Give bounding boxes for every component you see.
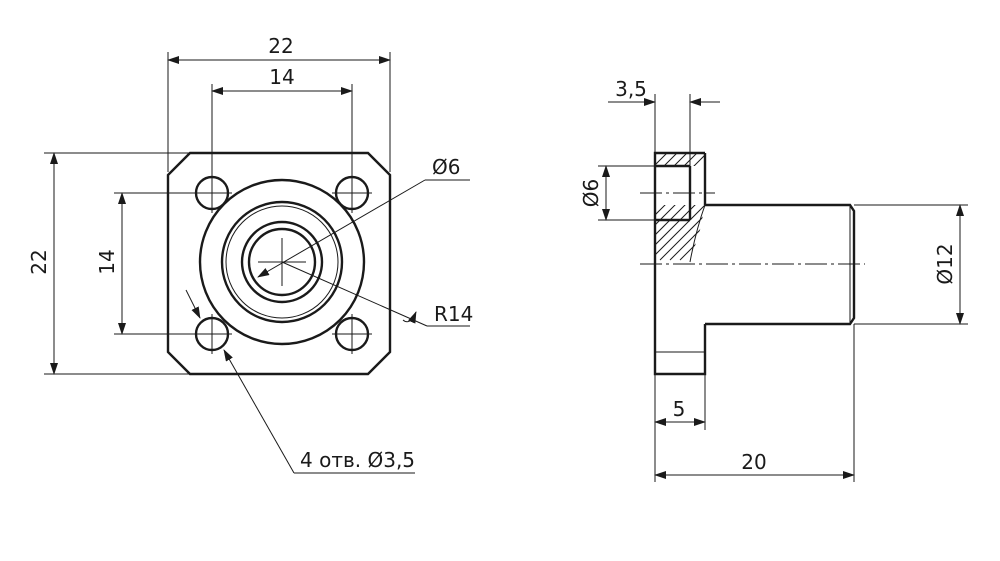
mounting-hole-top-right bbox=[332, 173, 372, 213]
mounting-hole-top-left bbox=[192, 173, 232, 213]
dim-height-outer-label: 22 bbox=[27, 249, 51, 274]
dim-length: 20 bbox=[654, 324, 855, 482]
dim-bore-side-label: Ø6 bbox=[579, 179, 603, 207]
dim-top: 3,5 bbox=[608, 77, 720, 166]
collar-inner-circle bbox=[225, 205, 339, 319]
dim-holes-note: 4 отв. Ø3,5 bbox=[185, 289, 415, 474]
dim-radius-label: R14 bbox=[434, 302, 473, 326]
dim-bore-side: Ø6 bbox=[579, 165, 655, 221]
flange-outline bbox=[166, 151, 392, 376]
outer-circle bbox=[198, 178, 366, 346]
dim-holes-note-label: 4 отв. Ø3,5 bbox=[300, 448, 415, 472]
dim-height-outer: 22 bbox=[27, 152, 190, 375]
front-view: 22 14 22 14 Ø6 bbox=[27, 34, 473, 474]
mounting-hole-bottom-right bbox=[332, 314, 372, 354]
dim-bore-front: Ø6 bbox=[257, 155, 470, 278]
dim-radius: R14 bbox=[281, 261, 473, 327]
dim-height-holes-label: 14 bbox=[95, 249, 119, 274]
dim-width-holes: 14 bbox=[211, 65, 353, 175]
dim-width-outer: 22 bbox=[167, 34, 391, 172]
dim-top-label: 3,5 bbox=[615, 77, 647, 101]
bore-outer-circle bbox=[240, 220, 324, 304]
dim-flange: 5 bbox=[654, 374, 706, 430]
dim-height-holes: 14 bbox=[95, 192, 196, 335]
dim-shaft-label: Ø12 bbox=[933, 243, 957, 284]
mounting-hole-bottom-left bbox=[192, 314, 232, 354]
collar-circle bbox=[220, 200, 344, 324]
dim-flange-label: 5 bbox=[673, 397, 686, 421]
section-break bbox=[689, 204, 706, 263]
dim-shaft: Ø12 bbox=[854, 204, 968, 325]
bore-circle bbox=[247, 227, 317, 297]
side-view: 3,5 Ø6 Ø12 5 20 bbox=[579, 77, 968, 482]
dim-width-outer-label: 22 bbox=[268, 34, 293, 58]
mounting-holes bbox=[192, 173, 372, 354]
dim-bore-front-label: Ø6 bbox=[432, 155, 460, 179]
dim-length-label: 20 bbox=[741, 450, 766, 474]
dim-width-holes-label: 14 bbox=[269, 65, 294, 89]
